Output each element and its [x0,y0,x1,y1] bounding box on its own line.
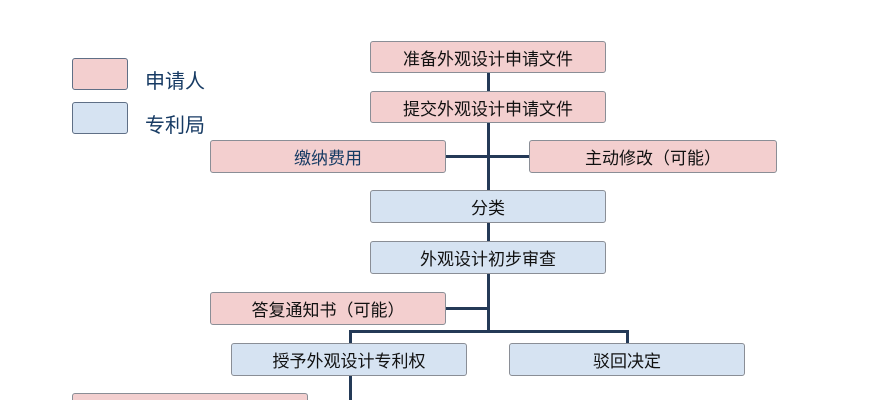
legend-label-patent-office: 专利局 [145,113,205,137]
node-grant-patent: 授予外观设计专利权 [231,343,467,376]
legend-swatch-applicant [72,58,128,90]
node-rejection-decision: 驳回决定 [509,343,745,376]
connector-main-trunk [487,72,490,190]
legend-swatch-patent-office [72,102,128,134]
connector-branch-horizontal [349,330,629,333]
node-reply-notice: 答复通知书（可能） [210,292,446,325]
legend-label-applicant: 申请人 [145,69,205,93]
connector-classify-exam [487,223,490,241]
connector-down-grant [349,330,352,343]
node-cutoff-bottom [72,393,308,400]
node-pay-fee: 缴纳费用 [210,140,446,173]
connector-below-grant [349,376,352,400]
node-classification: 分类 [370,190,606,223]
node-prepare-application: 准备外观设计申请文件 [370,41,606,73]
connector-left-reply [446,307,488,310]
connector-left-fee [446,155,488,158]
node-preliminary-examination: 外观设计初步审查 [370,241,606,274]
node-submit-application: 提交外观设计申请文件 [370,91,606,123]
node-voluntary-amendment: 主动修改（可能） [529,140,777,173]
connector-right-amend [488,155,530,158]
connector-down-reject [626,330,629,343]
connector-exam-branch [487,274,490,332]
